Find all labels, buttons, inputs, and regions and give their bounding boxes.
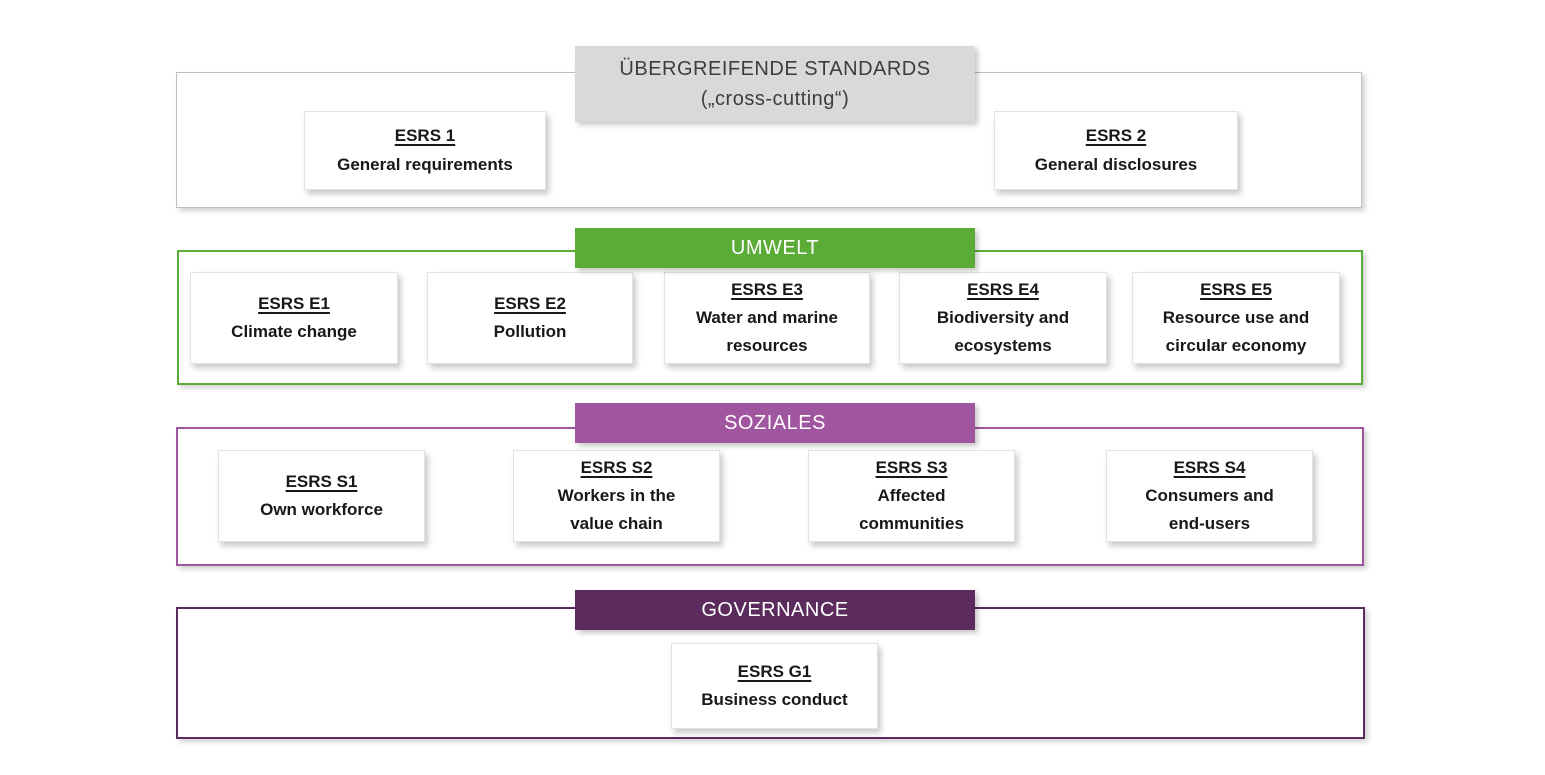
card-title: ESRS E5 [1200, 279, 1272, 299]
section-header-line1: ÜBERGREIFENDE STANDARDS [619, 58, 931, 80]
card-esrs-s1: ESRS S1 Own workforce [218, 450, 425, 542]
card-subtitle: Own workforce [260, 500, 383, 519]
section-header-cross-cutting: ÜBERGREIFENDE STANDARDS („cross-cutting“… [575, 46, 975, 122]
card-title: ESRS G1 [737, 661, 812, 681]
section-header-label: UMWELT [730, 237, 820, 259]
section-header-governance: GOVERNANCE [575, 590, 975, 630]
card-esrs-2: ESRS 2 General disclosures [994, 111, 1238, 190]
card-esrs-g1: ESRS G1 Business conduct [671, 643, 878, 729]
section-header-line2: („cross-cutting“) [700, 88, 850, 110]
card-esrs-e1: ESRS E1 Climate change [190, 272, 398, 364]
card-subtitle: General disclosures [1034, 154, 1198, 174]
card-esrs-s4: ESRS S4 Consumers and end-users [1106, 450, 1313, 542]
card-esrs-e4: ESRS E4 Biodiversity and ecosystems [899, 272, 1107, 364]
card-esrs-e3: ESRS E3 Water and marine resources [664, 272, 870, 364]
card-subtitle: Pollution [493, 322, 567, 341]
card-title: ESRS S2 [580, 457, 653, 477]
card-title: ESRS E4 [967, 279, 1039, 299]
card-subtitle: Consumers and end-users [1145, 485, 1274, 534]
card-subtitle: Water and marine resources [695, 307, 839, 356]
card-subtitle: Resource use and circular economy [1162, 307, 1310, 356]
card-esrs-e5: ESRS E5 Resource use and circular econom… [1132, 272, 1340, 364]
card-title: ESRS 1 [394, 126, 456, 146]
card-title: ESRS E1 [258, 293, 330, 313]
card-subtitle: Climate change [231, 322, 357, 341]
card-esrs-s2: ESRS S2 Workers in the value chain [513, 450, 720, 542]
card-subtitle: Business conduct [701, 690, 848, 709]
section-header-soziales: SOZIALES [575, 403, 975, 443]
card-title: ESRS S3 [875, 457, 948, 477]
section-header-label: GOVERNANCE [701, 599, 849, 621]
card-esrs-s3: ESRS S3 Affected communities [808, 450, 1015, 542]
card-title: ESRS E3 [731, 279, 803, 299]
card-title: ESRS E2 [494, 293, 566, 313]
card-esrs-1: ESRS 1 General requirements [304, 111, 546, 190]
section-header-label: SOZIALES [724, 412, 826, 434]
card-subtitle: General requirements [337, 154, 513, 174]
card-title: ESRS S4 [1173, 457, 1246, 477]
card-title: ESRS 2 [1085, 126, 1147, 146]
card-esrs-e2: ESRS E2 Pollution [427, 272, 633, 364]
card-subtitle: Affected communities [859, 485, 964, 534]
card-title: ESRS S1 [285, 471, 358, 491]
section-header-umwelt: UMWELT [575, 228, 975, 268]
card-subtitle: Biodiversity and ecosystems [936, 307, 1070, 356]
card-subtitle: Workers in the value chain [557, 485, 676, 534]
